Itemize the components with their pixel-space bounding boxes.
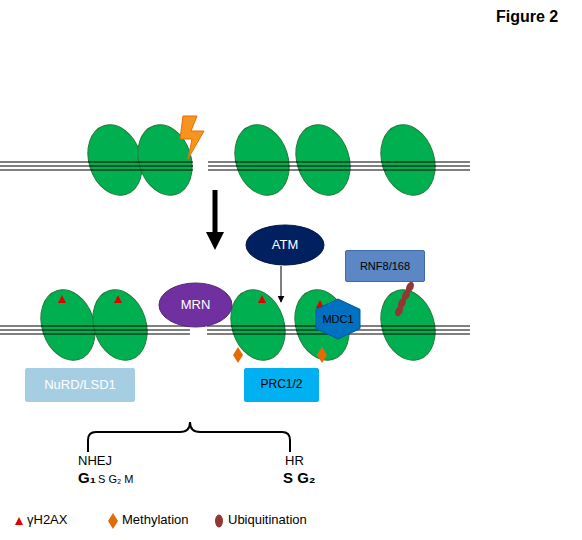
top-nucleosomes [79,118,444,203]
legend-label: γH2AX [27,512,67,527]
outcome-label: HR [285,454,304,468]
bottom-dna [0,326,470,334]
legend-entry: Methylation [122,513,188,527]
mediator-hexagon-shape [316,299,360,339]
remodeler-box: NuRD/LSD1 [25,368,135,402]
process-arrow-head [206,232,224,250]
ubiquitin-chain [394,281,416,318]
node-label: MRN [181,298,211,312]
dna-strand [208,162,470,163]
dna-strand [208,166,470,167]
bottom-nucleosomes [32,283,444,368]
legend-label: Methylation [122,512,188,527]
legend-triangle [15,517,23,525]
complex-ellipse-shape [159,283,232,327]
mediator-hexagon: MDC1 [315,298,361,340]
ligase-box: RNF8/168 [345,250,425,282]
dna-strand [208,170,470,171]
node-label: ATM [272,238,298,252]
complex-ellipse: MRN [158,282,233,328]
kinase-ellipse-shape [246,225,324,265]
dna-strand [0,334,190,335]
outcome-brace [88,422,290,452]
node-label: PRC1/2 [260,378,302,391]
outcome-label: NHEJ [78,454,112,468]
nucleosome [222,283,294,368]
legend-entry: Ubiquitination [228,513,307,527]
outcome-label: G₁ [78,470,96,487]
dna-strand [0,166,193,167]
nucleosome [287,118,359,203]
legend-label: Ubiquitination [228,512,307,527]
kinase-ellipse: ATM [245,224,325,266]
dna-strand [0,162,193,163]
process-arrow [213,190,218,234]
leader-arrow [281,266,282,302]
polycomb-box: PRC1/2 [244,368,319,402]
methylation-mark [233,347,243,363]
lightning-bolt [180,116,204,159]
legend-diamond [108,513,118,529]
ubiquitin-mark [394,305,405,318]
top-dna [0,162,470,170]
gamma-h2ax-mark [258,295,266,303]
nucleosome [372,118,444,203]
gamma-h2ax-mark [114,295,122,303]
gamma-h2ax-mark [58,295,66,303]
nucleosome [226,118,298,203]
methylation-marks [233,347,327,363]
node-label: MDC1 [322,313,353,325]
dna-strand [0,330,190,331]
node-label: NuRD/LSD1 [44,378,116,392]
figure-title: Figure 2 [496,8,558,26]
node-label: RNF8/168 [360,260,410,272]
nucleosome [372,283,444,368]
legend-oval [215,515,223,528]
methylation-mark [317,347,327,363]
outcome-label: S G₂ M [98,473,133,485]
legend-entry: γH2AX [27,513,67,527]
outcome-label: S G₂ [283,470,316,487]
dna-strand [0,326,190,327]
dna-strand [0,170,193,171]
nucleosome [84,283,156,368]
